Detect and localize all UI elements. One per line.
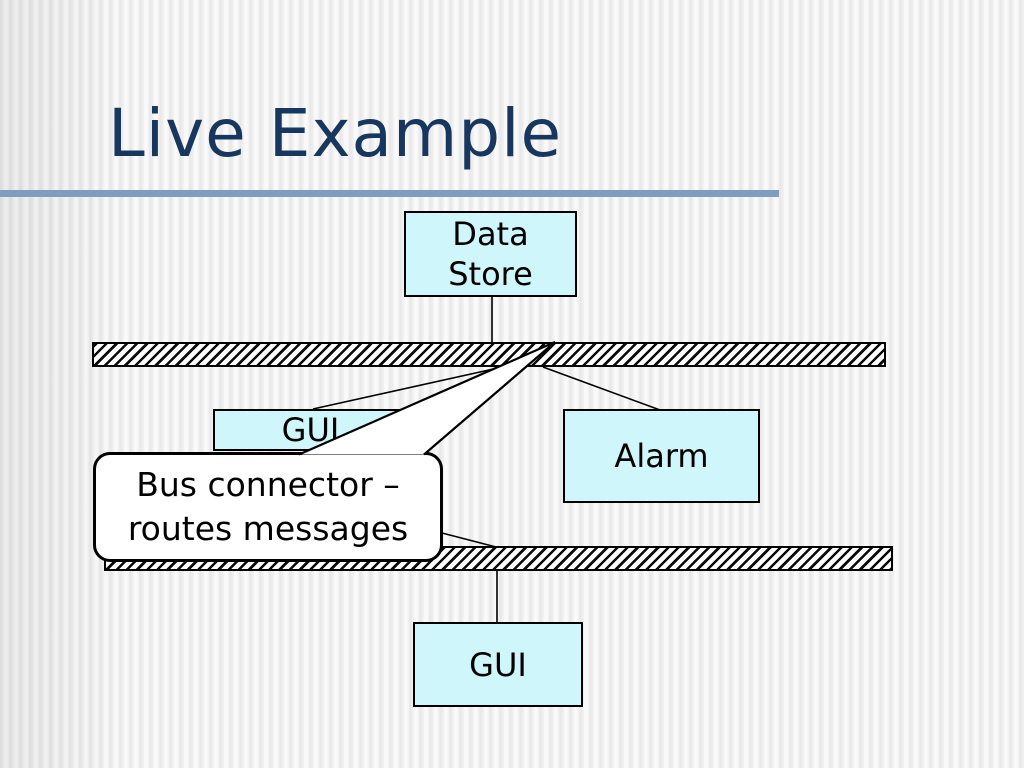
alarm-box: Alarm [563, 409, 760, 503]
slide-title: Live Example [108, 95, 563, 172]
line-bus-to-gui-top [312, 365, 508, 410]
gui-bottom-label: GUI [469, 645, 527, 684]
callout-text-line1: Bus connector – [136, 465, 400, 504]
gui-bottom-box: GUI [413, 622, 583, 707]
callout-pointer-wedge [298, 340, 556, 456]
data-store-label-line2: Store [448, 255, 533, 293]
bus-connector-callout: Bus connector – routes messages [93, 452, 443, 562]
title-underline-rule [0, 190, 779, 197]
line-bus-to-alarm [542, 366, 661, 411]
data-store-box: Data Store [404, 211, 577, 297]
callout-text-line2: routes messages [127, 509, 409, 548]
message-bus-top [92, 342, 886, 367]
alarm-label: Alarm [614, 437, 709, 475]
data-store-label-line1: Data [452, 215, 529, 253]
